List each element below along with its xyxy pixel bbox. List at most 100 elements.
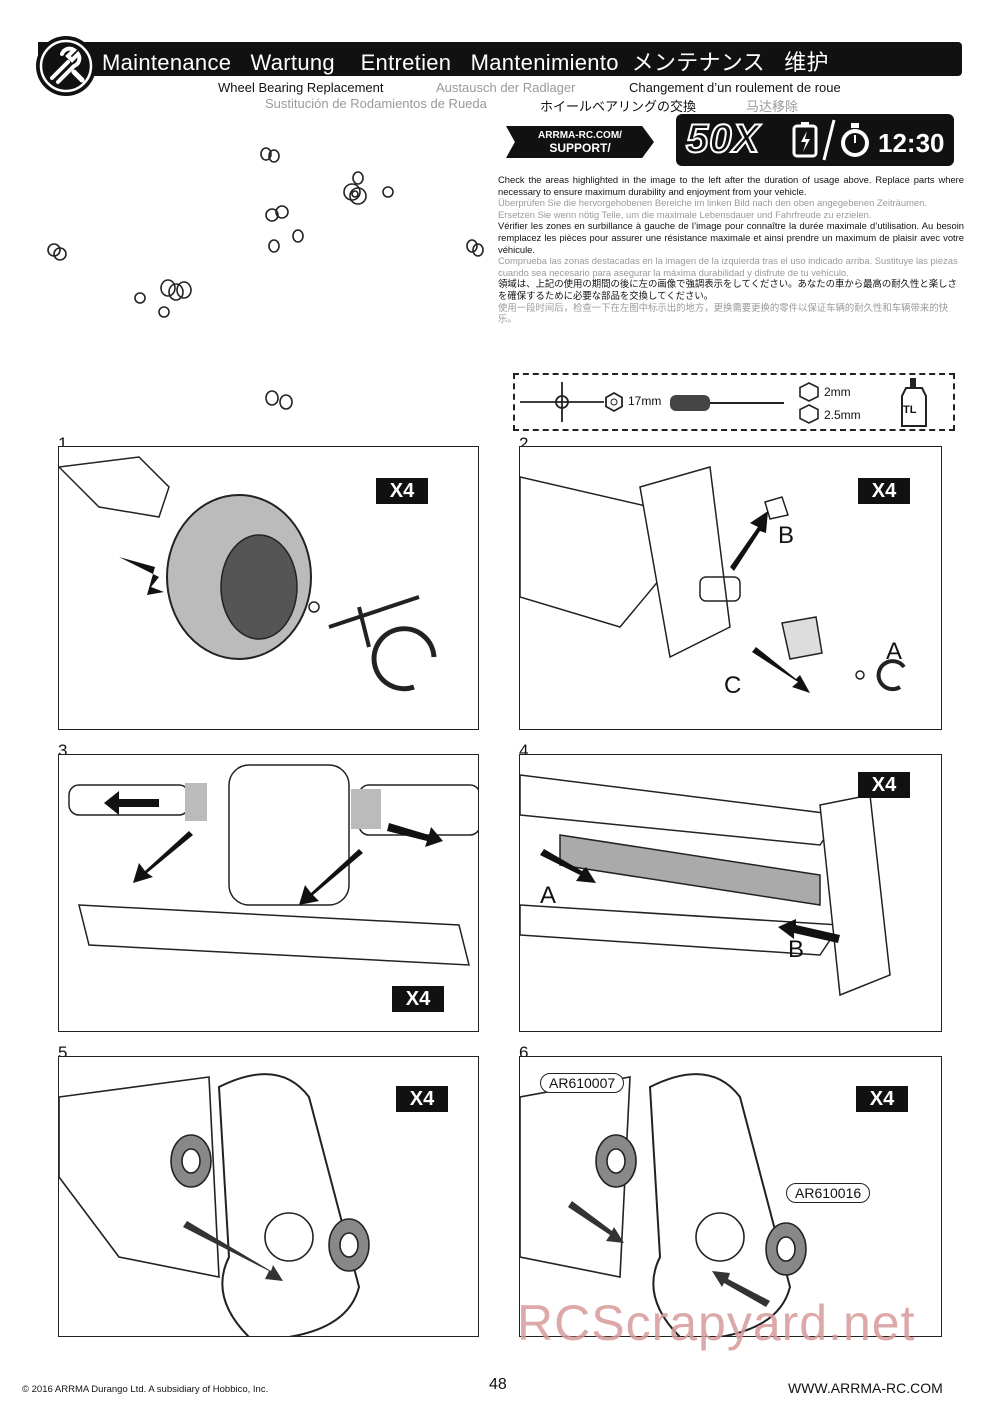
- header-bar: [38, 42, 962, 76]
- description-zh: 使用一段时间后，检查一下在左图中标示出的地方，更换需要更换的零件以保证车辆的耐久…: [498, 301, 949, 325]
- step-6-number: 6: [519, 1043, 529, 1062]
- step-3-diagram: [68, 764, 478, 966]
- description-block: Check the areas highlighted in the image…: [498, 174, 964, 325]
- step-5-diagram: [59, 1073, 370, 1336]
- slash-divider: [822, 119, 836, 161]
- highlight-right: [351, 789, 381, 829]
- hub-carrier: [639, 466, 731, 659]
- bearing-pair-3: [265, 205, 289, 222]
- bearing-pair-7: [265, 390, 293, 410]
- arrow-down-left: [133, 831, 193, 883]
- step-2-label-c: C: [724, 672, 742, 699]
- driveshaft-highlight: [559, 834, 821, 906]
- wrench-icon: [36, 36, 96, 96]
- step-5-qty: X4: [396, 1086, 448, 1112]
- wrench-size-label: 17mm: [628, 394, 662, 408]
- bearing-cluster: [343, 183, 367, 205]
- page-title: Maintenance Wartung Entretien Mantenimie…: [102, 50, 829, 75]
- description-fr: Vérifier les zones en surbillance à gauc…: [498, 220, 964, 255]
- description-ja: 領域は、上記の使用の期間の後に左の画像で強調表示をしてください。あなたの車から最…: [498, 278, 957, 301]
- subtitle-ja: ホイールベアリングの交換: [540, 99, 697, 114]
- hub-carrier: [648, 1073, 792, 1336]
- support-badge[interactable]: ARRMA-RC.COM/ SUPPORT/: [506, 126, 654, 158]
- step-4-qty: X4: [858, 772, 910, 798]
- step-5-number: 5: [58, 1043, 68, 1062]
- hub-carrier: [819, 794, 891, 997]
- arrow-down-right: [299, 849, 363, 905]
- a-arm: [520, 476, 671, 628]
- part-number-ar610016: AR610016: [786, 1183, 871, 1203]
- hex-2-5mm-icon: [799, 404, 819, 424]
- cross-wrench-icon: [520, 382, 604, 422]
- watermark: RCScrapyard.net: [517, 1295, 916, 1351]
- subtitle-es: Sustitución de Rodamientos de Rueda: [265, 96, 487, 111]
- step-2-number: 2: [519, 434, 529, 453]
- description-de: Überprüfen Sie die hervorgehobenen Berei…: [498, 197, 927, 220]
- support-line2: SUPPORT/: [549, 141, 611, 155]
- step-4-number: 4: [519, 741, 529, 760]
- gearbox: [228, 764, 350, 906]
- step-1-diagram: [59, 456, 437, 692]
- step-2-diagram: [520, 466, 906, 693]
- bearing-pair-5: [47, 243, 67, 261]
- tools-box: [513, 373, 955, 431]
- bearing-pair-4: [268, 229, 304, 253]
- step-3-number: 3: [58, 741, 68, 760]
- hex-hub-c: [781, 616, 823, 660]
- arrow-b: [730, 511, 768, 571]
- footer-url[interactable]: WWW.ARRMA-RC.COM: [788, 1380, 943, 1396]
- hub-carrier: [217, 1073, 361, 1336]
- bearing-pair-1: [260, 147, 280, 163]
- step-4-diagram: [520, 774, 891, 997]
- step-3-qty: X4: [392, 986, 444, 1012]
- a-arm: [59, 1076, 220, 1278]
- description-es: Comprueba las zonas destacadas en la ima…: [498, 255, 958, 278]
- step-2-label-a: A: [886, 638, 903, 665]
- step-2-label-b: B: [778, 522, 795, 549]
- hex1-label: 2mm: [824, 385, 851, 399]
- support-line1: ARRMA-RC.COM/: [538, 130, 622, 141]
- step-2-qty: X4: [858, 478, 910, 504]
- arrow-out-left: [104, 791, 159, 815]
- bearing-overview-diagram: [47, 147, 484, 410]
- interval-time: 12:30: [878, 128, 945, 158]
- rotate-arrow: [371, 626, 437, 692]
- subtitle-de: Austausch der Radlager: [436, 80, 576, 95]
- part-number-ar610007: AR610007: [540, 1073, 625, 1093]
- arrow-b: [778, 919, 840, 943]
- arrow-push-bearing: [183, 1221, 283, 1281]
- step-4-label-a: A: [540, 882, 557, 909]
- hex-driver-icon: [670, 395, 784, 411]
- wheel-rim: [220, 534, 298, 640]
- stub-axle: [699, 576, 741, 602]
- subtitle-zh: 马达移除: [746, 99, 799, 114]
- footer-copyright: © 2016 ARRMA Durango Ltd. A subsidiary o…: [22, 1384, 269, 1395]
- arrow-insert-inner: [568, 1201, 624, 1243]
- step-4-panel: [519, 754, 942, 1032]
- bearing-pair-6: [466, 239, 484, 257]
- bearing-cluster-2: [134, 279, 192, 318]
- arrow-insert-outer: [712, 1271, 770, 1307]
- arrow-c: [752, 647, 810, 693]
- bearing-bore: [695, 1212, 745, 1262]
- suspension-arm: [59, 456, 170, 518]
- wheel-nut: [308, 601, 320, 613]
- arrow-out-right: [387, 823, 443, 847]
- lower-arm: [520, 904, 842, 956]
- description-en: Check the areas highlighted in the image…: [498, 174, 964, 197]
- highlight-left: [185, 783, 207, 821]
- lower-arm: [78, 904, 470, 966]
- threadlock-bottle-icon: [901, 378, 927, 427]
- bearing-pair-2: [352, 171, 394, 198]
- hex-nut-icon: [605, 391, 623, 413]
- screw-a: [855, 670, 865, 680]
- battery-icon: [792, 122, 818, 158]
- bearing-bore: [264, 1212, 314, 1262]
- interval-runs: 50X: [685, 116, 761, 162]
- step-4-label-b: B: [788, 936, 805, 963]
- subtitle-fr: Changement d’un roulement de roue: [629, 80, 841, 95]
- page-number: 48: [489, 1376, 507, 1393]
- pin-b: [764, 496, 789, 520]
- stopwatch-icon: [841, 123, 869, 157]
- hex2-label: 2.5mm: [824, 408, 861, 422]
